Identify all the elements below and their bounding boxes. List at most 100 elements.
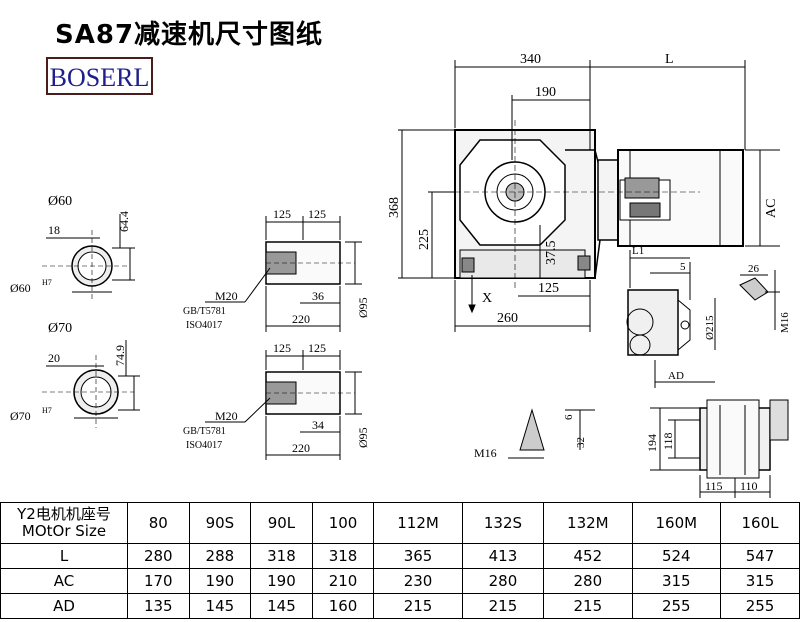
dim-L: L [665, 52, 674, 67]
table-size-cell: 80 [127, 502, 190, 544]
table-cell: 413 [461, 543, 545, 569]
table-header-line1: Y2电机机座号 [17, 505, 111, 523]
bottom-key-detail [508, 408, 595, 459]
dim-L1: L1 [632, 245, 644, 257]
brand-logo-text: BOSERL [49, 63, 150, 92]
dim-m16-bottom: M16 [474, 446, 497, 460]
shaft-section-70 [42, 340, 140, 428]
table-cell: 547 [720, 543, 800, 569]
table-size-cell: 160L [720, 502, 800, 544]
table-cell: 190 [250, 568, 313, 594]
hollow2-dia: Ø95 [356, 427, 370, 448]
hollow-shaft-section-2 [205, 350, 362, 460]
dim-26: 26 [748, 263, 760, 275]
hollow1-dim-d: 220 [292, 312, 310, 326]
shaft60-bore: Ø60 [10, 281, 31, 295]
table-size-cell: 132S [461, 502, 545, 544]
hollow1-std1: GB/T5781 [183, 306, 226, 317]
motor-size-table: Y2电机机座号 MOtOr Size 80 90S 90L 100 112M 1… [0, 502, 800, 619]
shaft70-tolerance: H7 [42, 406, 52, 415]
dim-368: 368 [387, 197, 402, 218]
dim-AC: AC [764, 199, 779, 218]
shaft70-dia-title: Ø70 [48, 321, 72, 336]
hollow1-dim-b: 125 [308, 207, 326, 221]
dim-AD: AD [668, 370, 684, 382]
table-cell: 255 [720, 593, 800, 619]
table-cell: 365 [373, 543, 463, 569]
page-title: SA87减速机尺寸图纸 [55, 20, 324, 50]
table-cell: 230 [373, 568, 463, 594]
hollow-shaft-section-1 [205, 216, 362, 332]
hollow2-thread: M20 [215, 409, 238, 423]
hollow2-dim-d: 220 [292, 441, 310, 455]
dim-260: 260 [497, 311, 518, 326]
dim-6: 6 [563, 414, 575, 420]
table-cell: 288 [188, 543, 252, 569]
shaft-key-detail [739, 270, 780, 330]
brand-logo: BOSERL [46, 57, 153, 95]
table-cell: 315 [631, 568, 722, 594]
shaft60-dim-18: 18 [48, 223, 60, 237]
dim-118: 118 [661, 432, 675, 450]
dim-5: 5 [680, 261, 686, 273]
shaft-section-60 [42, 214, 135, 300]
table-cell: 315 [720, 568, 800, 594]
table-header-row: Y2电机机座号 MOtOr Size 80 90S 90L 100 112M 1… [0, 502, 800, 544]
table-cell: 215 [373, 593, 463, 619]
table-cell: 255 [631, 593, 722, 619]
shaft70-dim-20: 20 [48, 351, 60, 365]
table-cell: 210 [311, 568, 375, 594]
dim-32: 32 [575, 437, 587, 448]
dim-340: 340 [520, 52, 541, 67]
dim-225: 225 [417, 229, 432, 250]
table-size-cell: 132M [543, 502, 633, 544]
main-dimension-lines [398, 60, 780, 332]
table-cell: 145 [250, 593, 313, 619]
shaft60-dia-title: Ø60 [48, 194, 72, 209]
hollow2-dim-c: 34 [312, 418, 324, 432]
shaft70-dim-74-9: 74.9 [113, 345, 127, 366]
hollow1-thread: M20 [215, 289, 238, 303]
table-row: AD 135 145 145 160 215 215 215 255 255 [0, 593, 800, 619]
dim-115: 115 [705, 479, 723, 493]
hollow1-dim-a: 125 [273, 207, 291, 221]
table-row-label: AC [0, 568, 128, 594]
hollow2-dim-a: 125 [273, 341, 291, 355]
table-size-cell: 100 [311, 502, 375, 544]
table-row: AC 170 190 190 210 230 280 280 315 315 [0, 568, 800, 594]
dim-110: 110 [740, 479, 758, 493]
hollow1-std2: ISO4017 [186, 320, 222, 331]
dim-190: 190 [535, 85, 556, 100]
table-cell: 280 [461, 568, 545, 594]
table-size-cell: 160M [631, 502, 722, 544]
hollow2-std1: GB/T5781 [183, 426, 226, 437]
table-cell: 135 [127, 593, 190, 619]
dim-m16-side: M16 [779, 312, 791, 333]
table-cell: 160 [311, 593, 375, 619]
bottom-side-view [650, 399, 789, 498]
side-view-small [626, 250, 716, 388]
hollow2-dim-b: 125 [308, 341, 326, 355]
table-size-cell: 90L [250, 502, 313, 544]
hollow1-dim-c: 36 [312, 289, 324, 303]
hollow2-std2: ISO4017 [186, 440, 222, 451]
table-cell: 190 [188, 568, 252, 594]
gearbox-front-view [454, 120, 744, 314]
shaft70-bore: Ø70 [10, 409, 31, 423]
table-row-label: AD [0, 593, 128, 619]
table-cell: 170 [127, 568, 190, 594]
table-cell: 524 [631, 543, 722, 569]
table-row: L 280 288 318 318 365 413 452 524 547 [0, 543, 800, 569]
table-size-cell: 112M [373, 502, 463, 544]
dim-37-5: 37.5 [544, 241, 559, 266]
table-cell: 215 [461, 593, 545, 619]
shaft60-dim-64-4: 64.4 [117, 211, 131, 232]
dim-215: Ø215 [704, 315, 716, 340]
table-cell: 318 [250, 543, 313, 569]
table-cell: 280 [543, 568, 633, 594]
table-row-label: L [0, 543, 128, 569]
shaft60-tolerance: H7 [42, 278, 52, 287]
table-cell: 215 [543, 593, 633, 619]
table-cell: 318 [311, 543, 375, 569]
view-x-label: X [482, 291, 492, 306]
